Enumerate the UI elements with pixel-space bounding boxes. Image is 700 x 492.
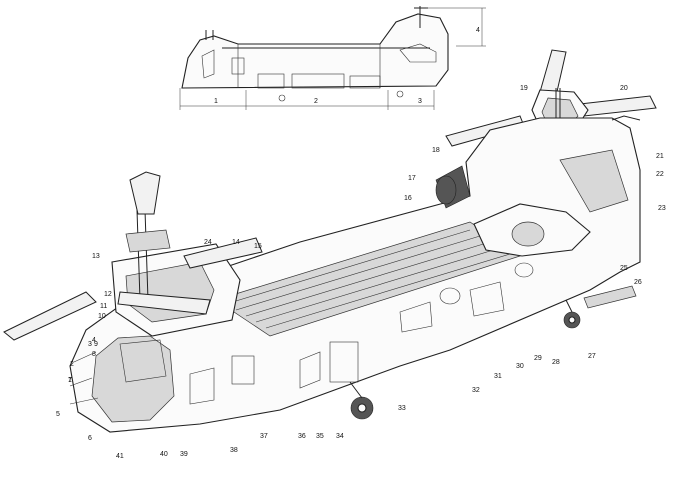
callout-25: 25 bbox=[620, 265, 628, 272]
callout-12: 12 bbox=[104, 291, 112, 298]
callout-36: 36 bbox=[298, 433, 306, 440]
callout-19: 19 bbox=[520, 85, 528, 92]
callout-16: 16 bbox=[404, 195, 412, 202]
callout-17: 17 bbox=[408, 175, 416, 182]
callout-35: 35 bbox=[316, 433, 324, 440]
forward-rotor bbox=[3, 171, 263, 341]
callout-18: 18 bbox=[432, 147, 440, 154]
callout-27: 27 bbox=[588, 353, 596, 360]
callout-28: 28 bbox=[552, 359, 560, 366]
dimension-label-2: 2 bbox=[314, 98, 318, 105]
fuselage bbox=[69, 115, 641, 433]
callout-39: 39 bbox=[180, 451, 188, 458]
callout-21: 21 bbox=[656, 153, 664, 160]
callout-41: 41 bbox=[116, 453, 124, 460]
callout-40: 40 bbox=[160, 451, 168, 458]
callout-9: 9 bbox=[94, 341, 98, 348]
callout-31: 31 bbox=[494, 373, 502, 380]
callout-20: 20 bbox=[620, 85, 628, 92]
callout-8: 8 bbox=[92, 351, 96, 358]
callout-23: 23 bbox=[658, 205, 666, 212]
callout-33: 33 bbox=[398, 405, 406, 412]
dimension-label-1: 1 bbox=[214, 98, 218, 105]
callout-34: 34 bbox=[336, 433, 344, 440]
callout-29: 29 bbox=[534, 355, 542, 362]
callout-5: 5 bbox=[56, 411, 60, 418]
dimension-label-4: 4 bbox=[476, 27, 480, 34]
callout-4: 4 bbox=[92, 337, 96, 344]
callout-10: 10 bbox=[98, 313, 106, 320]
callout-3: 3 bbox=[88, 341, 92, 348]
callout-32: 32 bbox=[472, 387, 480, 394]
callout-1: 1 bbox=[68, 377, 72, 384]
side-profile-view: 1 2 3 4 bbox=[179, 6, 486, 110]
dimension-label-3: 3 bbox=[418, 98, 422, 105]
callout-6: 6 bbox=[88, 435, 92, 442]
callout-24: 24 bbox=[204, 239, 212, 246]
callout-15: 15 bbox=[254, 243, 262, 250]
callout-30: 30 bbox=[516, 363, 524, 370]
callout-22: 22 bbox=[656, 171, 664, 178]
callout-38: 38 bbox=[230, 447, 238, 454]
callout-26: 26 bbox=[634, 279, 642, 286]
callout-7: 7 bbox=[68, 377, 72, 384]
callout-11: 11 bbox=[100, 303, 107, 310]
callout-14: 14 bbox=[232, 239, 240, 246]
callout-37: 37 bbox=[260, 433, 268, 440]
callout-2: 2 bbox=[70, 361, 74, 368]
callout-13: 13 bbox=[92, 253, 100, 260]
